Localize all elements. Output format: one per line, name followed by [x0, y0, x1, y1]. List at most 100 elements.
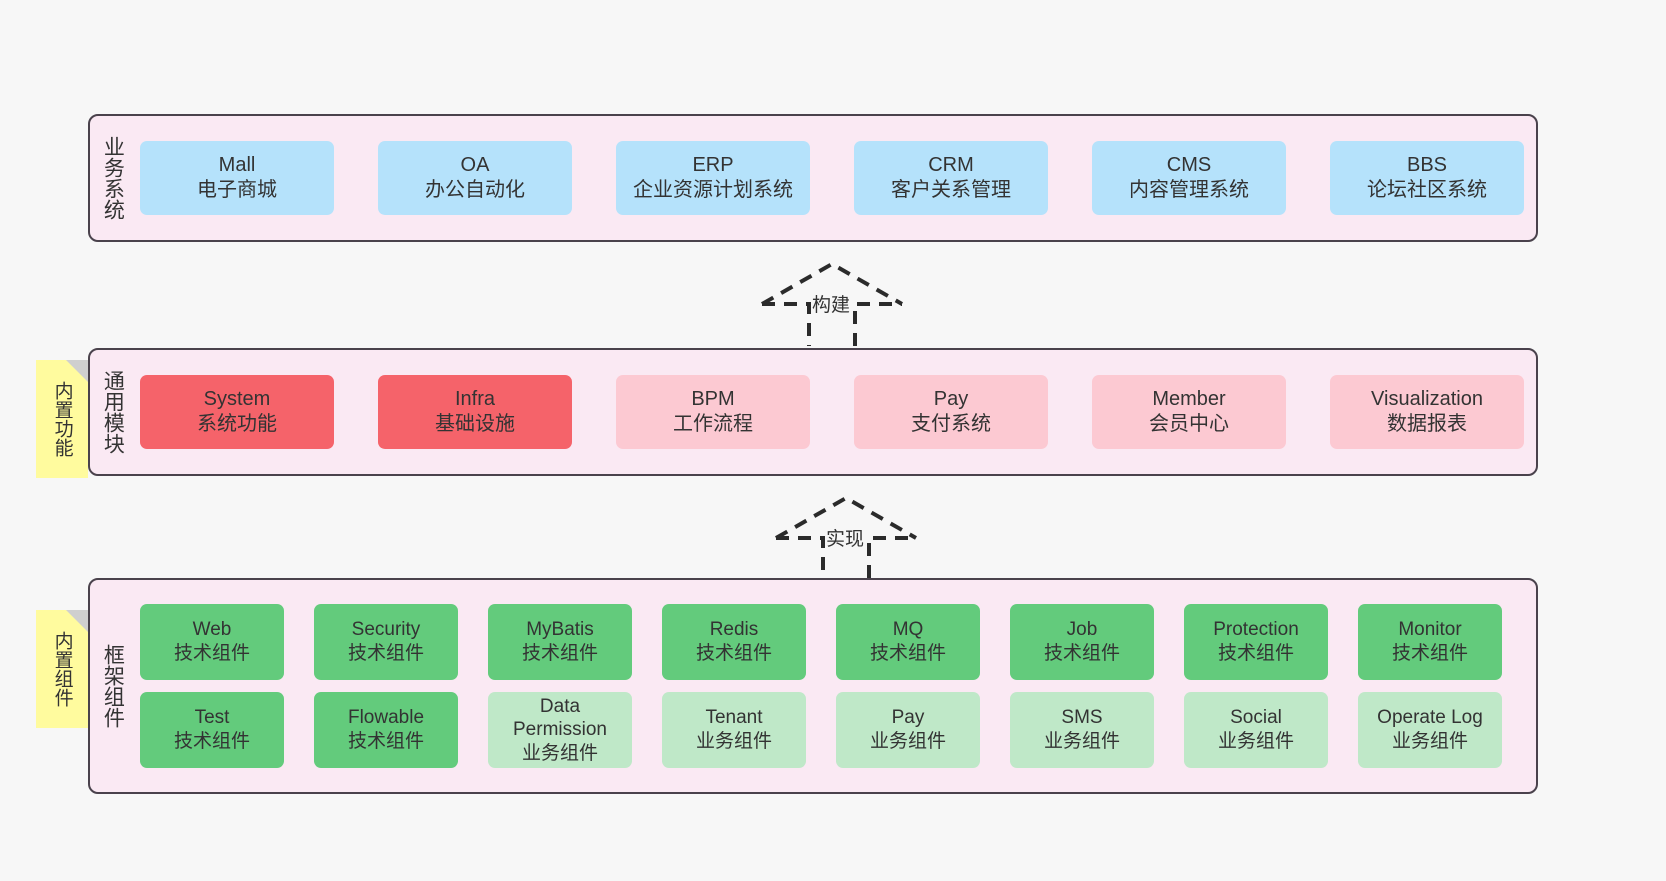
- card-title: Pay: [933, 388, 969, 411]
- card-title: OA: [460, 154, 490, 177]
- card-title: System: [203, 388, 271, 411]
- card-subtitle: 业务组件: [1043, 731, 1120, 752]
- card-title: Web: [192, 619, 232, 641]
- card-title: Protection: [1213, 619, 1299, 641]
- sticky-fold-corner-icon: [66, 360, 88, 382]
- card-subtitle: 业务组件: [869, 731, 946, 752]
- sticky-note-builtin-function: 内置功能: [36, 360, 88, 478]
- card-title: Monitor: [1398, 619, 1462, 641]
- card-title: Infra: [454, 388, 496, 411]
- card-title: BBS: [1406, 154, 1448, 177]
- connector-build-label: 构建: [812, 295, 851, 316]
- card-title: MQ: [892, 619, 924, 641]
- card-subtitle: 技术组件: [1043, 643, 1120, 664]
- card-subtitle: 支付系统: [911, 413, 991, 435]
- card-subtitle: 工作流程: [673, 413, 753, 435]
- card-title: SMS: [1061, 707, 1103, 729]
- card-subtitle: 电子商城: [197, 179, 277, 201]
- card-title: Mall: [218, 154, 256, 177]
- card-subtitle: 客户关系管理: [891, 179, 1011, 201]
- card-subtitle: 技术组件: [521, 643, 598, 664]
- layer-title-framework-component: 框架组件: [101, 644, 125, 728]
- sticky-note-builtin-component: 内置组件: [36, 610, 88, 728]
- implement-arrow-icon: [775, 495, 917, 578]
- card-subtitle: 会员中心: [1149, 413, 1229, 435]
- card-subtitle: 业务组件: [521, 742, 598, 764]
- card-subtitle: 基础设施: [435, 413, 515, 435]
- card-title: Pay: [891, 707, 925, 729]
- card-title: Social: [1230, 707, 1282, 729]
- card-subtitle: 技术组件: [173, 731, 250, 752]
- card-title: Tenant: [705, 707, 763, 729]
- card-title: CRM: [928, 154, 974, 177]
- card-subtitle: 论坛社区系统: [1367, 179, 1487, 201]
- layer-title-common-module: 通用模块: [101, 370, 125, 454]
- card-title: CMS: [1166, 154, 1212, 177]
- card-title: BPM: [691, 388, 735, 411]
- card-subtitle: 技术组件: [347, 643, 424, 664]
- card-subtitle: 数据报表: [1387, 413, 1467, 435]
- card-subtitle: 技术组件: [173, 643, 250, 664]
- card-title: Data Permission: [513, 695, 607, 741]
- card-title: Member: [1152, 388, 1226, 411]
- card-title: Redis: [709, 619, 759, 641]
- card-subtitle: 技术组件: [1391, 643, 1468, 664]
- card-title: Operate Log: [1377, 707, 1483, 729]
- card-subtitle: 内容管理系统: [1129, 179, 1249, 201]
- card-title: Security: [351, 619, 421, 641]
- connector-implement: 实现: [766, 490, 926, 578]
- layer-title-business-system: 业务系统: [101, 136, 125, 220]
- card-title: Job: [1066, 619, 1098, 641]
- card-title: Visualization: [1371, 388, 1483, 411]
- card-title: Flowable: [347, 707, 425, 729]
- sticky-fold-corner-icon: [66, 610, 88, 632]
- card-title: Test: [194, 707, 230, 729]
- card-subtitle: 技术组件: [869, 643, 946, 664]
- card-subtitle: 技术组件: [347, 731, 424, 752]
- connector-implement-label: 实现: [826, 529, 865, 550]
- card-subtitle: 业务组件: [1217, 731, 1294, 752]
- sticky-note-label: 内置组件: [51, 631, 73, 707]
- card-subtitle: 办公自动化: [425, 179, 525, 201]
- card-subtitle: 系统功能: [197, 413, 277, 435]
- build-arrow-icon: [761, 261, 903, 346]
